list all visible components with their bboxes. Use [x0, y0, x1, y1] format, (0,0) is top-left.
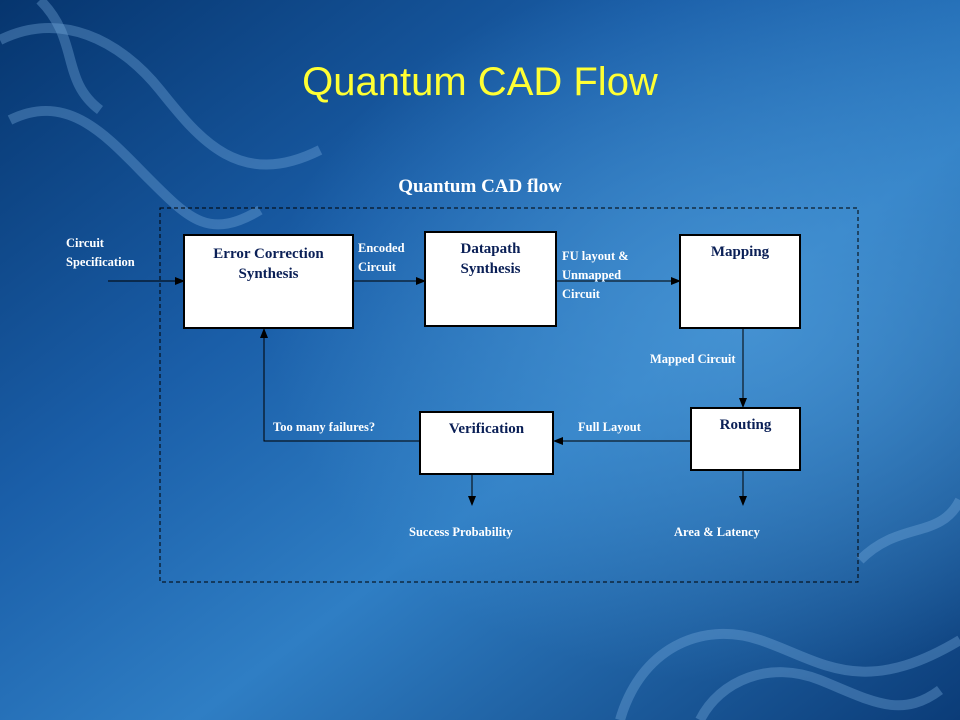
node-label: Routing: [719, 417, 772, 433]
decorative-swirl-top-left: [0, 0, 323, 230]
node-mapping: Mapping: [679, 234, 801, 329]
label-too-many-failures: Too many failures?: [273, 420, 376, 434]
label-circuit-specification: Circuit Specification: [66, 236, 135, 269]
node-label: Error Correction Synthesis: [213, 246, 324, 282]
node-error-correction-synthesis: Error Correction Synthesis: [183, 234, 354, 329]
node-datapath-synthesis: Datapath Synthesis: [424, 231, 557, 327]
arrow-verification-feedback: [260, 328, 420, 442]
flow-boundary: [159, 207, 859, 583]
slide-title: Quantum CAD Flow: [302, 60, 658, 104]
node-routing: Routing: [690, 407, 801, 471]
decorative-swirl-bottom-right: [615, 497, 960, 720]
label-area-latency: Area & Latency: [674, 525, 760, 539]
label-success-probability: Success Probability: [409, 525, 513, 539]
diagram-subtitle: Quantum CAD flow: [398, 176, 562, 197]
node-label: Mapping: [710, 244, 770, 260]
label-mapped-circuit: Mapped Circuit: [650, 352, 736, 366]
node-verification: Verification: [419, 411, 554, 475]
node-label: Datapath Synthesis: [460, 241, 521, 277]
label-full-layout: Full Layout: [578, 420, 641, 434]
label-fu-layout: FU layout & Unmapped Circuit: [562, 249, 629, 301]
node-label: Verification: [448, 421, 525, 437]
label-encoded-circuit: Encoded Circuit: [358, 241, 405, 274]
